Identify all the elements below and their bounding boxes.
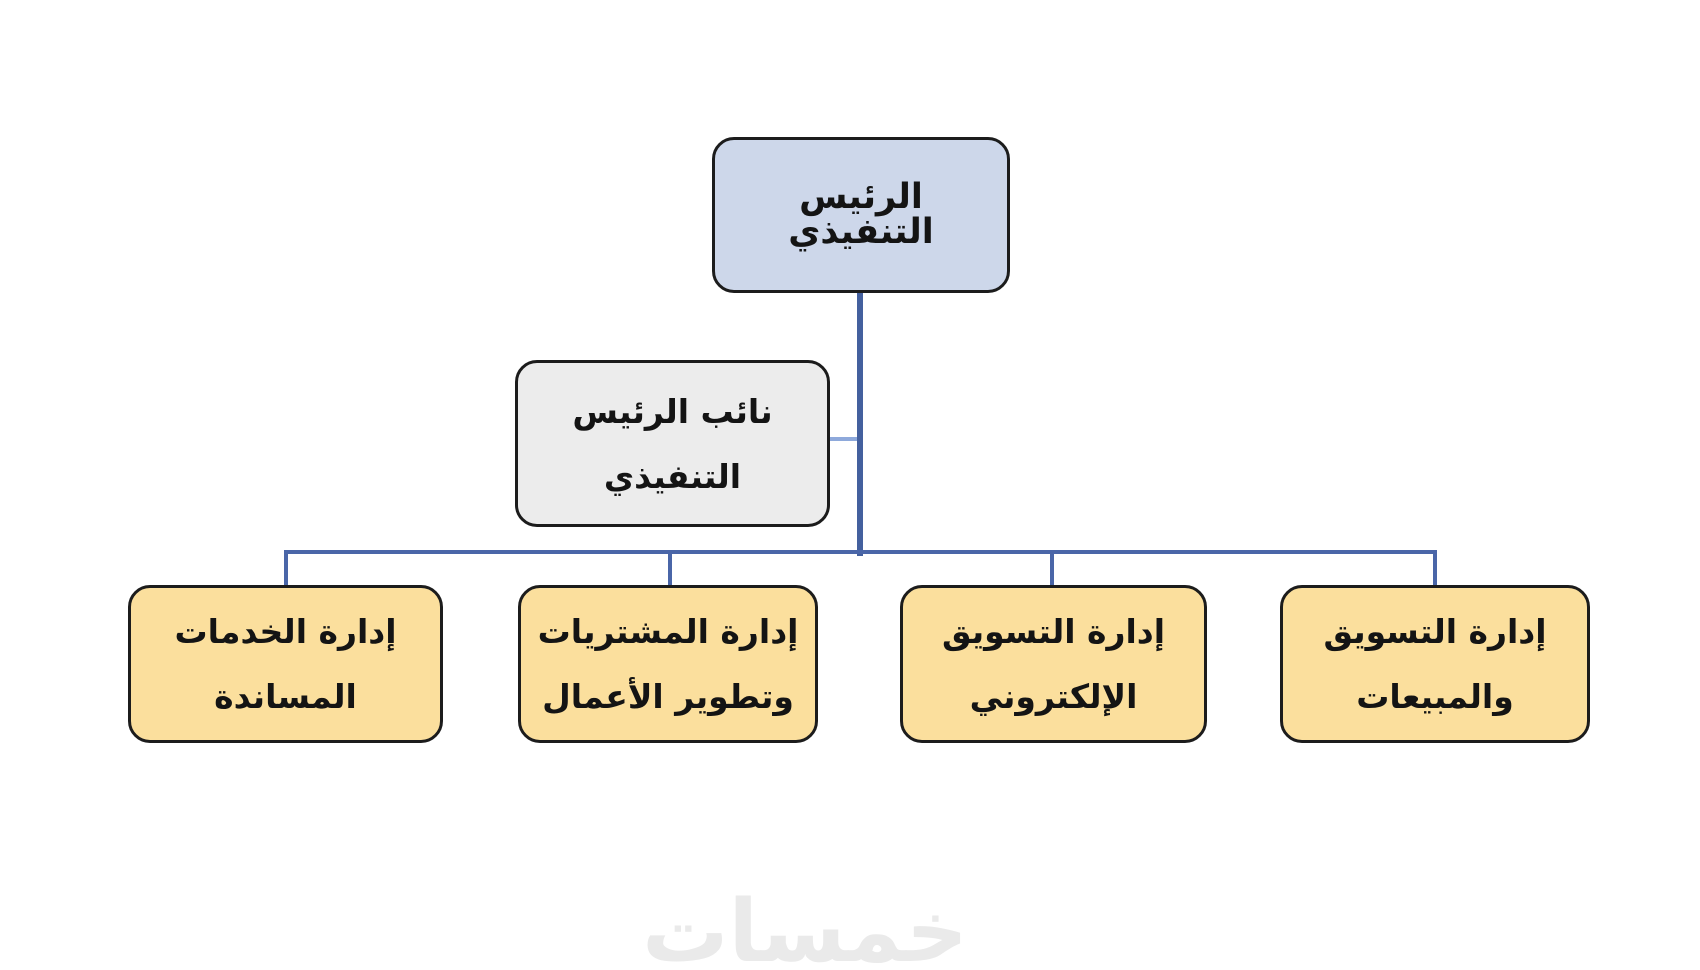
org-node-procurement-line1: إدارة المشتريات	[537, 612, 799, 651]
org-node-support-services-line1: إدارة الخدمات	[174, 612, 397, 651]
org-node-procurement-line2: وتطوير الأعمال	[542, 677, 794, 716]
org-node-ceo: الرئيس التنفيذي	[712, 137, 1010, 293]
org-node-emarketing: إدارة التسويق الإلكتروني	[900, 585, 1207, 743]
org-node-deputy-ceo: نائب الرئيس التنفيذي	[515, 360, 830, 527]
org-node-deputy-label-line2: التنفيذي	[603, 456, 742, 496]
org-node-deputy-label-line1: نائب الرئيس	[572, 391, 773, 431]
org-node-marketing-sales-line2: والمبيعات	[1356, 677, 1514, 716]
org-node-procurement-bizdev: إدارة المشتريات وتطوير الأعمال	[518, 585, 818, 743]
org-node-emarketing-line2: الإلكتروني	[969, 677, 1138, 716]
org-node-ceo-label: الرئيس التنفيذي	[788, 177, 934, 252]
connector-drop-marketing-sales	[1433, 550, 1437, 587]
org-node-support-services-line2: المساندة	[214, 677, 357, 716]
org-node-marketing-sales: إدارة التسويق والمبيعات	[1280, 585, 1590, 743]
org-node-marketing-sales-line1: إدارة التسويق	[1323, 612, 1547, 651]
connector-distribution-line	[284, 550, 1437, 554]
connector-drop-procurement	[668, 550, 672, 587]
khamsat-watermark: خمسات	[642, 882, 968, 970]
connector-drop-support-services	[284, 550, 288, 587]
connector-ceo-vertical-line	[857, 292, 863, 556]
connector-drop-emarketing	[1050, 550, 1054, 587]
org-node-support-services: إدارة الخدمات المساندة	[128, 585, 443, 743]
org-node-emarketing-line1: إدارة التسويق	[941, 612, 1166, 651]
connector-deputy-stub-line	[829, 437, 857, 441]
